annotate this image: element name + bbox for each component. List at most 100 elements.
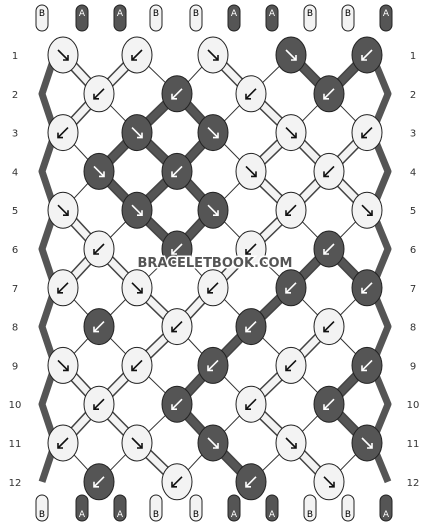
bottom-strand-label: B — [193, 510, 199, 520]
knot-arrow-icon — [93, 165, 105, 177]
knot-arrow-icon — [93, 88, 105, 100]
knot-arrow-icon — [131, 359, 143, 371]
knot-arrow-icon — [171, 165, 183, 177]
row-number-right: 9 — [410, 361, 416, 372]
knot-arrow-icon — [285, 437, 297, 449]
knot — [161, 308, 193, 346]
knot-arrowhead-icon — [131, 55, 137, 61]
knot-arrowhead-icon — [93, 93, 99, 100]
knot — [313, 463, 345, 501]
top-tail — [113, 4, 127, 32]
knot — [121, 191, 153, 229]
knot-arrow-icon — [57, 127, 69, 139]
knot-arrowhead-icon — [207, 287, 213, 294]
bottom-tail — [35, 494, 49, 522]
top-strand-label: B — [307, 9, 313, 19]
knot — [47, 424, 79, 462]
bottom-tail — [189, 494, 203, 522]
knot-arrow-icon — [323, 476, 335, 488]
knot-arrowhead-icon — [291, 132, 297, 139]
row-number-right: 7 — [410, 284, 416, 295]
knot-arrow-icon — [131, 49, 143, 61]
row-number-left: 5 — [12, 206, 18, 217]
knot — [47, 114, 79, 152]
knot-arrowhead-icon — [137, 132, 143, 139]
knot-arrowhead-icon — [213, 210, 219, 216]
knot — [197, 36, 229, 74]
knot — [351, 424, 383, 462]
knot-arrow-icon — [245, 321, 257, 333]
knot — [351, 36, 383, 74]
knot-arrowhead-icon — [251, 171, 257, 178]
knot-arrow-icon — [57, 204, 69, 216]
knot-arrow-icon — [171, 88, 183, 100]
knot-arrow-icon — [171, 321, 183, 333]
knot-arrow-icon — [361, 359, 373, 371]
knot-arrow-icon — [207, 49, 219, 61]
row-number-right: 2 — [410, 90, 416, 101]
bottom-tail — [227, 494, 241, 522]
top-tail — [35, 4, 49, 32]
top-tail — [303, 4, 317, 32]
knot-arrow-icon — [57, 282, 69, 294]
knot — [351, 346, 383, 384]
knot-arrow-icon — [361, 49, 373, 61]
knot-arrowhead-icon — [63, 365, 69, 372]
knot — [275, 191, 307, 229]
top-strand-label: B — [345, 9, 351, 19]
knot — [197, 346, 229, 384]
knot-arrow-icon — [171, 243, 183, 255]
knot — [161, 75, 193, 113]
knot-arrowhead-icon — [245, 326, 251, 333]
bottom-strand-label: B — [307, 510, 313, 520]
knot-arrowhead-icon — [323, 93, 329, 100]
knot-arrowhead-icon — [329, 481, 335, 488]
knot-arrow-icon — [57, 359, 69, 371]
knot-arrow-icon — [131, 437, 143, 449]
knot-arrowhead-icon — [171, 93, 177, 100]
knot-arrow-icon — [323, 88, 335, 100]
knot — [161, 152, 193, 190]
knot-arrowhead-icon — [137, 287, 143, 294]
knot — [351, 269, 383, 307]
knot-arrow-icon — [285, 127, 297, 139]
row-number-left: 7 — [12, 284, 18, 295]
knot-arrow-icon — [285, 204, 297, 216]
knot — [121, 269, 153, 307]
knot-arrowhead-icon — [285, 287, 291, 294]
row-number-left: 10 — [9, 400, 22, 411]
knot-arrowhead-icon — [93, 404, 99, 411]
row-number-left: 4 — [12, 167, 18, 178]
row-number-left: 3 — [12, 129, 18, 140]
knot-arrowhead-icon — [99, 171, 105, 178]
knot-arrowhead-icon — [245, 404, 251, 411]
bottom-strand-label: A — [383, 510, 390, 520]
bottom-strand-label: A — [231, 510, 238, 520]
knot-arrow-icon — [285, 359, 297, 371]
row-number-right: 4 — [410, 167, 416, 178]
bottom-strand-label: B — [345, 510, 351, 520]
row-number-left: 9 — [12, 361, 18, 372]
row-number-right: 5 — [410, 206, 416, 217]
top-strand-label: A — [231, 9, 238, 19]
bottom-tail — [149, 494, 163, 522]
top-tail — [75, 4, 89, 32]
knot — [47, 36, 79, 74]
top-tail — [189, 4, 203, 32]
row-number-right: 3 — [410, 129, 416, 140]
knot — [235, 230, 267, 268]
knot — [235, 75, 267, 113]
knot — [313, 308, 345, 346]
knot-arrowhead-icon — [57, 443, 63, 449]
row-number-left: 2 — [12, 90, 18, 101]
knot-arrow-icon — [171, 398, 183, 410]
knot-arrow-icon — [171, 476, 183, 488]
knot — [235, 385, 267, 423]
top-strand-label: B — [39, 9, 45, 19]
row-number-left: 11 — [9, 439, 22, 450]
knot — [161, 230, 193, 268]
knot — [47, 191, 79, 229]
knot-arrow-icon — [245, 398, 257, 410]
